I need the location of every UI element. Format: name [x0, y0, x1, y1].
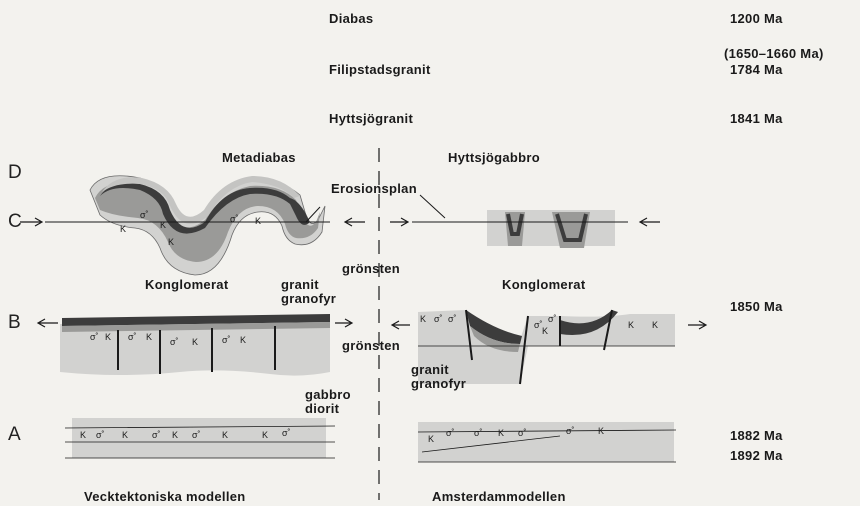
- mark-k: K: [255, 216, 261, 226]
- mark-k: K: [498, 428, 504, 438]
- mark-k: K: [428, 434, 434, 444]
- mark-k: K: [168, 237, 174, 247]
- age-a-1882: 1882 Ma: [730, 429, 783, 443]
- stage-label-c: C: [8, 212, 22, 232]
- arrow-b-left-out: [38, 319, 58, 327]
- rock-name-hyttsjogranit: Hyttsjögranit: [329, 112, 413, 126]
- label-granofyr-left: granofyr: [281, 292, 336, 306]
- erosion-pointer-right: [420, 195, 445, 218]
- age-filipstadsgranit: 1784 Ma: [730, 63, 783, 77]
- title-vecktektoniska-modellen: Vecktektoniska modellen: [84, 490, 246, 504]
- mark-k: K: [146, 332, 152, 342]
- age-note-filipstad: (1650–1660 Ma): [724, 47, 824, 61]
- mark-k: K: [192, 337, 198, 347]
- mark-k: K: [122, 430, 128, 440]
- mark-sigma: σ˚: [128, 332, 137, 342]
- mark-sigma: σ˚: [518, 428, 527, 438]
- label-metadiabas: Metadiabas: [222, 151, 296, 165]
- arrow-c-left-out: [345, 218, 365, 226]
- mark-sigma: σ˚: [96, 430, 105, 440]
- arrow-c-right-in: [390, 218, 408, 226]
- arrow-c-right-out: [640, 218, 660, 226]
- label-erosionsplan: Erosionsplan: [331, 182, 417, 196]
- mark-k: K: [80, 430, 86, 440]
- mark-k: K: [172, 430, 178, 440]
- mark-sigma: σ˚: [474, 428, 483, 438]
- label-diorit: diorit: [305, 402, 339, 416]
- mark-k: K: [542, 326, 548, 336]
- mark-sigma: σ˚: [566, 426, 575, 436]
- age-diabas: 1200 Ma: [730, 12, 783, 26]
- mark-sigma: σ˚: [230, 214, 239, 224]
- mark-sigma: σ˚: [192, 430, 201, 440]
- rock-name-filipstadsgranit: Filipstadsgranit: [329, 63, 431, 77]
- mark-sigma: σ˚: [140, 210, 149, 220]
- label-granit-right: granit: [411, 363, 449, 377]
- mark-k: K: [240, 335, 246, 345]
- mark-k: K: [222, 430, 228, 440]
- rock-name-diabas: Diabas: [329, 12, 373, 26]
- mark-sigma: σ˚: [448, 314, 457, 324]
- label-konglomerat-right: Konglomerat: [502, 278, 585, 292]
- label-konglomerat-left: Konglomerat: [145, 278, 228, 292]
- mark-sigma: σ˚: [446, 428, 455, 438]
- mark-k: K: [160, 220, 166, 230]
- mark-k: K: [120, 224, 126, 234]
- mark-k: K: [628, 320, 634, 330]
- label-hyttsjogabbro: Hyttsjögabbro: [448, 151, 540, 165]
- title-amsterdammodellen: Amsterdammodellen: [432, 490, 566, 504]
- mark-k: K: [262, 430, 268, 440]
- label-gronsten-2: grönsten: [342, 339, 400, 353]
- stage-label-b: B: [8, 313, 21, 333]
- age-b-1850: 1850 Ma: [730, 300, 783, 314]
- mark-sigma: σ˚: [548, 314, 557, 324]
- age-a-1892: 1892 Ma: [730, 449, 783, 463]
- arrow-b-right-in: [392, 321, 410, 329]
- label-granofyr-right: granofyr: [411, 377, 466, 391]
- mark-sigma: σ˚: [222, 335, 231, 345]
- mark-k: K: [652, 320, 658, 330]
- mark-k: K: [105, 332, 111, 342]
- mark-sigma: σ˚: [152, 430, 161, 440]
- mark-k: K: [420, 314, 426, 324]
- label-granit-left: granit: [281, 278, 319, 292]
- arrow-c-left-in: [20, 218, 42, 226]
- label-gabbro: gabbro: [305, 388, 351, 402]
- stage-label-a: A: [8, 425, 21, 445]
- label-gronsten-1: grönsten: [342, 262, 400, 276]
- mark-sigma: σ˚: [90, 332, 99, 342]
- arrow-b-right-out: [688, 321, 706, 329]
- arrow-b-left-in: [335, 319, 352, 327]
- age-hyttsjogranit: 1841 Ma: [730, 112, 783, 126]
- mark-sigma: σ˚: [434, 314, 443, 324]
- mark-sigma: σ˚: [282, 428, 291, 438]
- mark-k: K: [598, 426, 604, 436]
- layer-a-right: [418, 422, 674, 462]
- stage-label-d: D: [8, 163, 22, 183]
- mark-sigma: σ˚: [170, 337, 179, 347]
